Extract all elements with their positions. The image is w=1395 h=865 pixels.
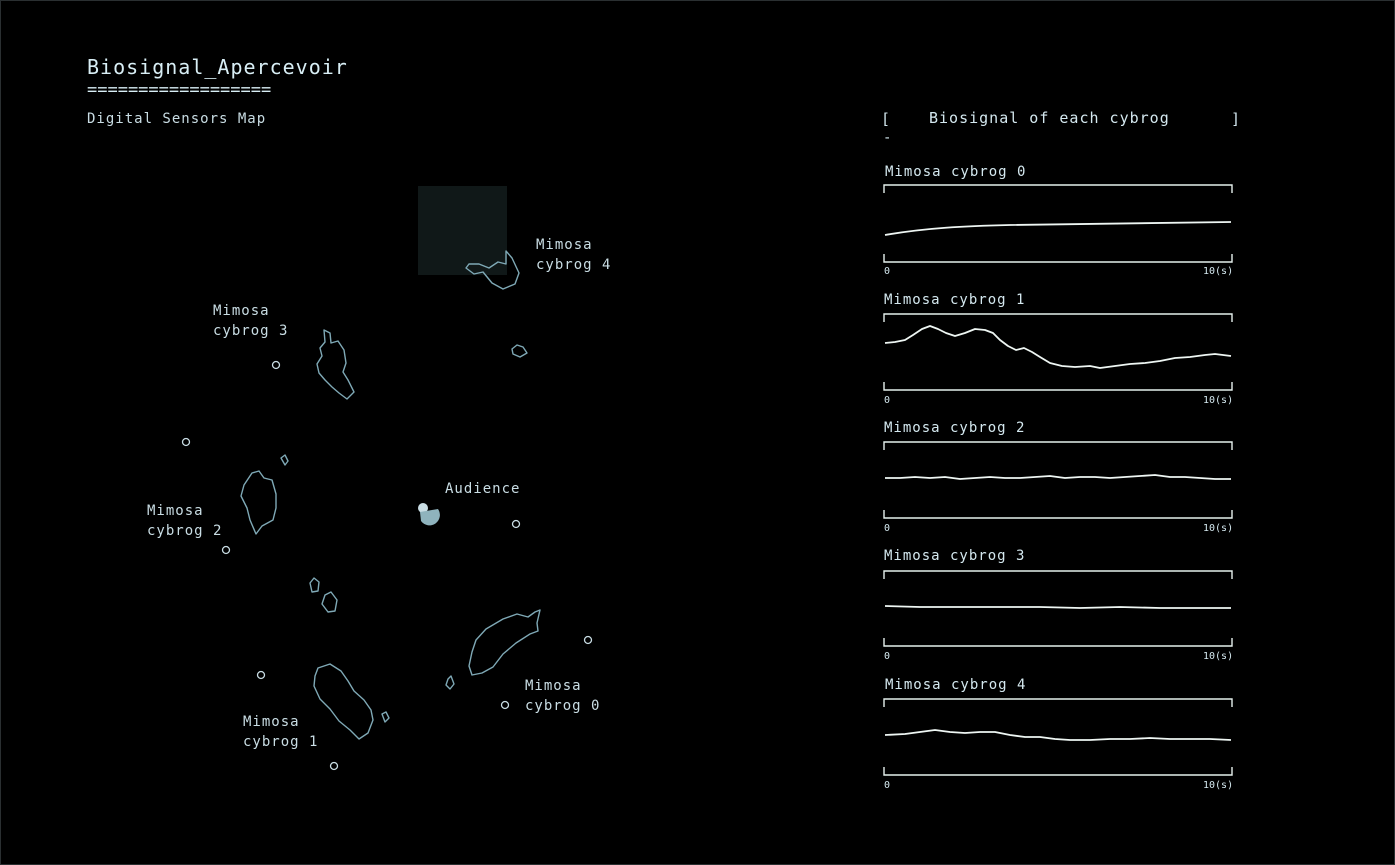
island-cybrog0 — [468, 609, 541, 676]
graph0-top-bracket — [883, 184, 1233, 193]
island-small-e — [445, 675, 455, 690]
graph-title-cybrog4: Mimosa cybrog 4 — [885, 677, 1027, 693]
graph-title-cybrog3: Mimosa cybrog 3 — [884, 548, 1026, 564]
graph-title-cybrog0: Mimosa cybrog 0 — [885, 164, 1027, 180]
signal-line-cybrog3 — [884, 605, 1231, 609]
island-small-d — [321, 591, 338, 613]
island-cybrog3 — [316, 329, 355, 400]
graph4-bottom-bracket — [883, 767, 1233, 776]
graph4-axis-start: 0 — [884, 780, 891, 791]
graph3-axis-end: 10(s) — [1203, 651, 1234, 662]
graph-title-cybrog2: Mimosa cybrog 2 — [884, 420, 1026, 436]
island-tiny-a — [280, 454, 289, 466]
island-tiny-f — [381, 711, 390, 723]
signal-line-cybrog4 — [884, 729, 1232, 741]
island-cybrog2 — [240, 470, 277, 535]
graph4-top-bracket — [883, 698, 1233, 707]
graph1-axis-start: 0 — [884, 395, 891, 406]
sensor-node[interactable] — [583, 635, 593, 645]
graph2-top-bracket — [883, 441, 1233, 450]
signal-line-cybrog2 — [885, 474, 1231, 480]
graph0-axis-start: 0 — [884, 266, 891, 277]
sensor-node[interactable] — [511, 519, 521, 529]
graph3-bottom-bracket — [883, 638, 1233, 647]
graph2-bottom-bracket — [883, 510, 1233, 519]
graph2-axis-start: 0 — [884, 523, 891, 534]
graph2-axis-end: 10(s) — [1203, 523, 1234, 534]
signal-line-cybrog0 — [884, 221, 1232, 236]
title-underline: ================== — [87, 80, 272, 100]
sensor-node[interactable] — [271, 360, 281, 370]
island-cybrog1 — [313, 663, 374, 740]
graph1-bottom-bracket — [883, 382, 1233, 391]
graph0-axis-end: 10(s) — [1203, 266, 1234, 277]
map-subtitle: Digital Sensors Map — [87, 111, 267, 127]
panel-title: Biosignal of each cybrog — [929, 109, 1170, 127]
map-selection-box[interactable] — [418, 186, 507, 275]
island-small-c — [309, 577, 320, 593]
app-title: Biosignal_Apercevoir — [87, 55, 348, 79]
island-small-north — [511, 344, 528, 358]
graph3-axis-start: 0 — [884, 651, 891, 662]
map-label-audience: Audience — [445, 481, 521, 497]
graph4-axis-end: 10(s) — [1203, 780, 1234, 791]
signal-line-cybrog1 — [884, 325, 1232, 369]
sensor-node[interactable] — [329, 761, 339, 771]
graph-title-cybrog1: Mimosa cybrog 1 — [884, 292, 1026, 308]
graph0-bottom-bracket — [883, 254, 1233, 263]
sensor-node[interactable] — [256, 670, 266, 680]
panel-bracket-right: ] — [1231, 110, 1242, 128]
sensor-node[interactable] — [221, 545, 231, 555]
graph1-top-bracket — [883, 313, 1233, 322]
sensor-node[interactable] — [500, 700, 510, 710]
graph1-axis-end: 10(s) — [1203, 395, 1234, 406]
audience-marker[interactable] — [418, 503, 440, 526]
graph3-top-bracket — [883, 570, 1233, 579]
island-cybrog4 — [465, 250, 520, 290]
panel-bracket-left: [ — [881, 110, 892, 128]
panel-dash: - — [883, 130, 893, 146]
sensor-node[interactable] — [181, 437, 191, 447]
